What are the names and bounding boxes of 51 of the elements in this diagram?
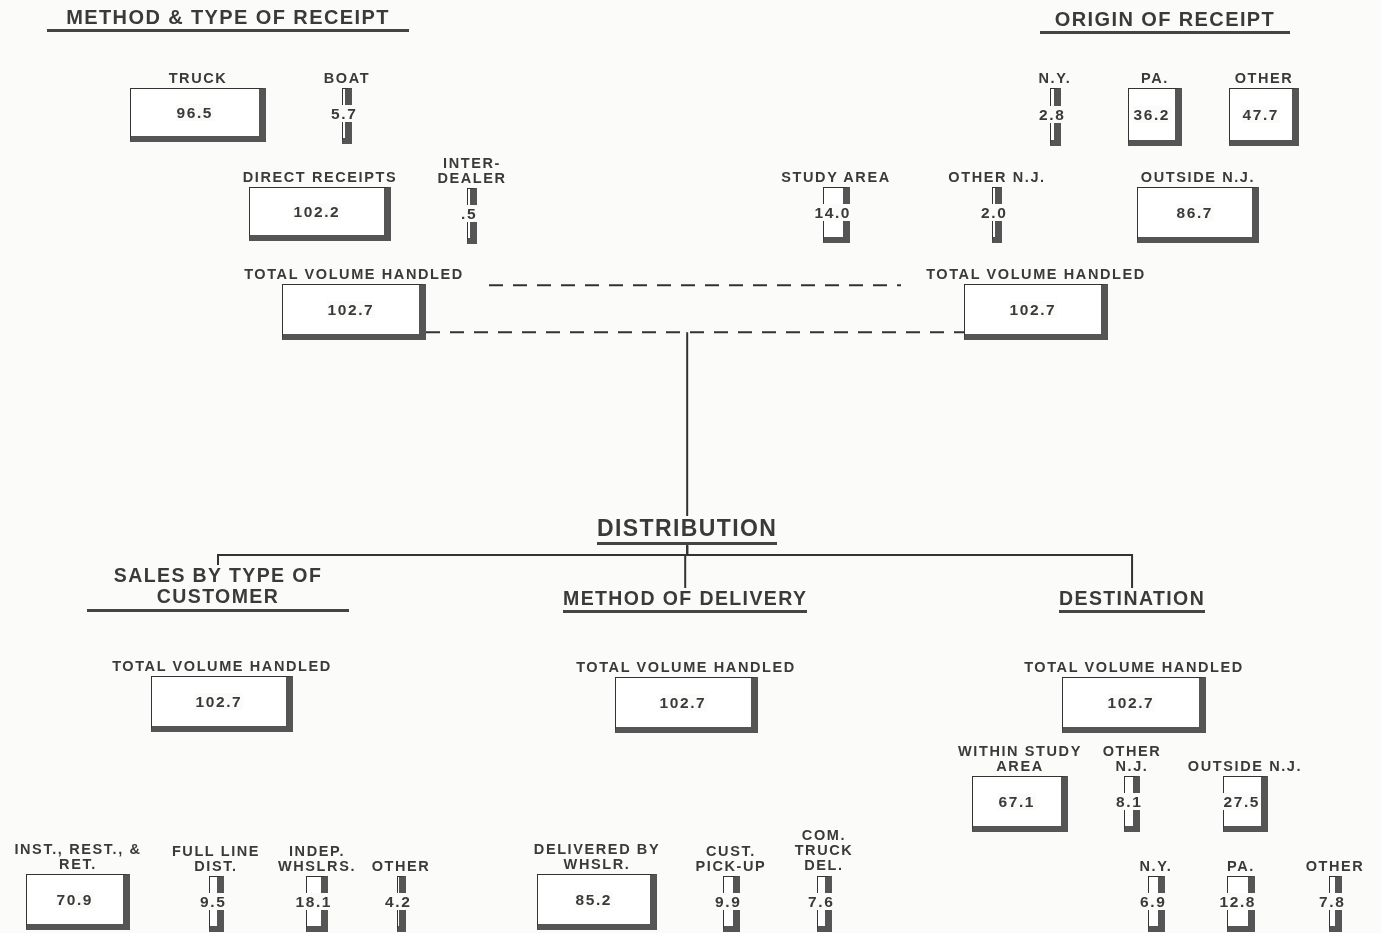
value-text: 7.6	[807, 892, 836, 910]
category-label: DELIVERED BY WHSLR.	[532, 842, 662, 873]
value-text: 4.2	[384, 892, 413, 910]
section-heading: METHOD OF DELIVERY	[563, 588, 808, 614]
dashed-line	[488, 284, 902, 287]
section-heading: METHOD & TYPE OF RECEIPT	[47, 6, 409, 32]
category-label: TOTAL VOLUME HANDLED	[925, 267, 1147, 283]
value-text: 2.0	[980, 203, 1009, 221]
category-label: OTHER	[370, 859, 432, 875]
category-label: N.Y.	[1037, 71, 1073, 87]
category-label: TOTAL VOLUME HANDLED	[243, 267, 465, 283]
value-text: 8.1	[1115, 792, 1144, 810]
value-text: 5.7	[330, 104, 359, 122]
category-label: STUDY AREA	[780, 170, 892, 186]
category-label: TOTAL VOLUME HANDLED	[111, 659, 333, 675]
category-label: WITHIN STUDY AREA	[957, 744, 1083, 775]
category-label: INDEP. WHSLRS.	[277, 844, 357, 875]
category-label: CUST. PICK-UP	[694, 844, 768, 875]
value-text: 6.9	[1139, 892, 1168, 910]
category-label: OTHER N.J.	[1102, 744, 1162, 775]
dashed-line	[425, 331, 965, 334]
category-label: TOTAL VOLUME HANDLED	[1023, 660, 1245, 676]
value-text: .5	[460, 204, 479, 222]
category-label: PA.	[1140, 71, 1170, 87]
category-label: OTHER	[1304, 859, 1366, 875]
category-label: BOAT	[322, 71, 372, 87]
category-label: OTHER N.J.	[947, 170, 1047, 186]
category-label: N.Y.	[1138, 859, 1174, 875]
category-label: DIRECT RECEIPTS	[241, 170, 399, 186]
category-label: TRUCK	[167, 71, 229, 87]
category-label: PA.	[1226, 859, 1256, 875]
connector-line	[686, 331, 689, 517]
category-label: OUTSIDE N.J.	[1139, 170, 1257, 186]
category-label: INST., REST., & RET.	[13, 842, 143, 873]
section-heading: SALES BY TYPE OF CUSTOMER	[87, 565, 349, 612]
connector-line	[686, 544, 1134, 589]
value-text: 12.8	[1218, 892, 1258, 910]
category-label: TOTAL VOLUME HANDLED	[575, 660, 797, 676]
value-text: 9.5	[199, 892, 228, 910]
category-label: COM. TRUCK DEL.	[793, 828, 855, 874]
value-text: 7.8	[1318, 892, 1347, 910]
value-text: 14.0	[813, 203, 853, 221]
section-heading: DISTRIBUTION	[597, 516, 778, 546]
category-label: FULL LINE DIST.	[170, 844, 262, 875]
value-text: 2.8	[1038, 105, 1067, 123]
section-heading: DESTINATION	[1059, 588, 1206, 614]
category-label: OTHER	[1233, 71, 1295, 87]
category-label: INTER- DEALER	[436, 156, 508, 187]
category-label: OUTSIDE N.J.	[1186, 759, 1304, 775]
value-text: 9.9	[714, 892, 743, 910]
section-heading: ORIGIN OF RECEIPT	[1040, 8, 1290, 34]
